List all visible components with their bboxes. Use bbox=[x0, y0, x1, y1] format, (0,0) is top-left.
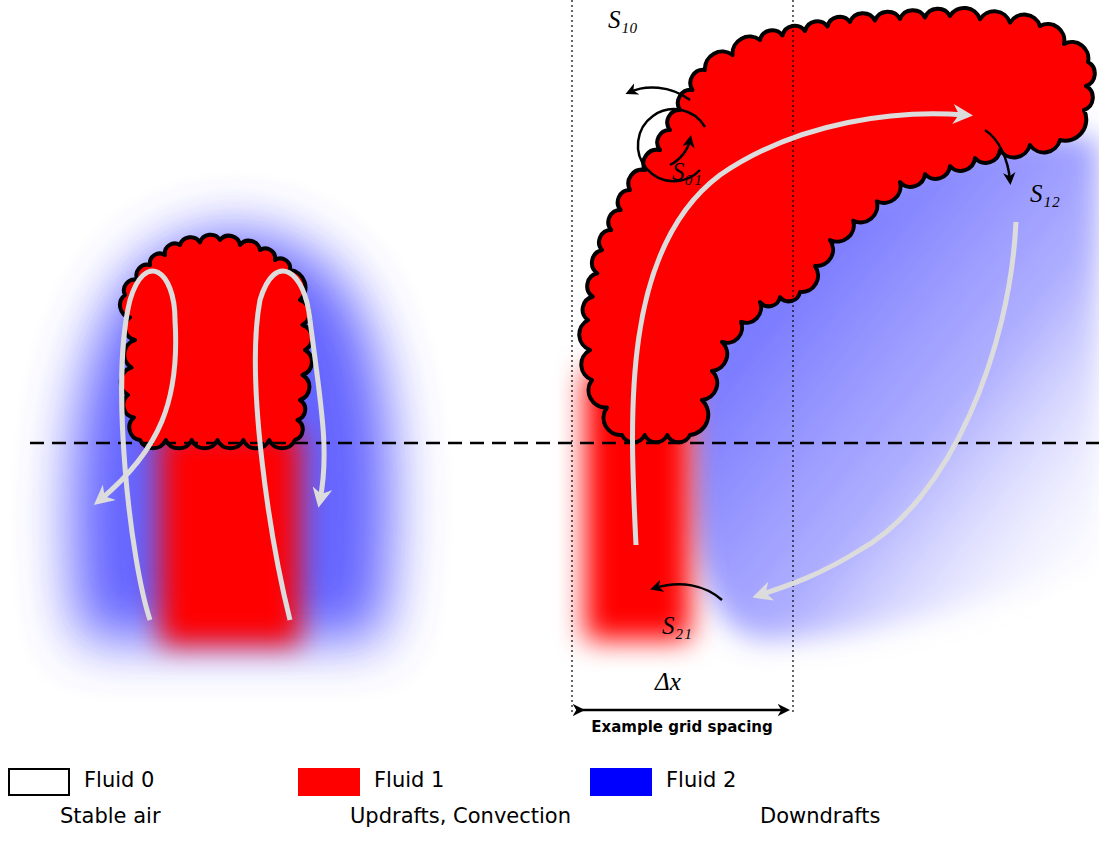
legend-label: Fluid 0 bbox=[84, 768, 154, 792]
legend-swatch bbox=[590, 768, 652, 796]
legend-label: Fluid 1 bbox=[374, 768, 444, 792]
legend-description: Updrafts, Convection bbox=[350, 804, 571, 828]
legend-description: Stable air bbox=[60, 804, 161, 828]
exchange-symbol: S₀₁ bbox=[672, 158, 702, 186]
exchange-symbol: S₁₀ bbox=[608, 6, 638, 34]
legend-label: Fluid 2 bbox=[666, 768, 736, 792]
exchange-symbol: S₁₂ bbox=[1030, 180, 1060, 208]
legend-description: Downdrafts bbox=[760, 804, 881, 828]
dimension-label: Δx bbox=[655, 668, 681, 696]
dimension-caption: Example grid spacing bbox=[591, 718, 772, 736]
legend-swatch bbox=[298, 768, 360, 796]
exchange-symbol: S₂₁ bbox=[662, 612, 692, 640]
legend-swatch bbox=[8, 768, 70, 796]
